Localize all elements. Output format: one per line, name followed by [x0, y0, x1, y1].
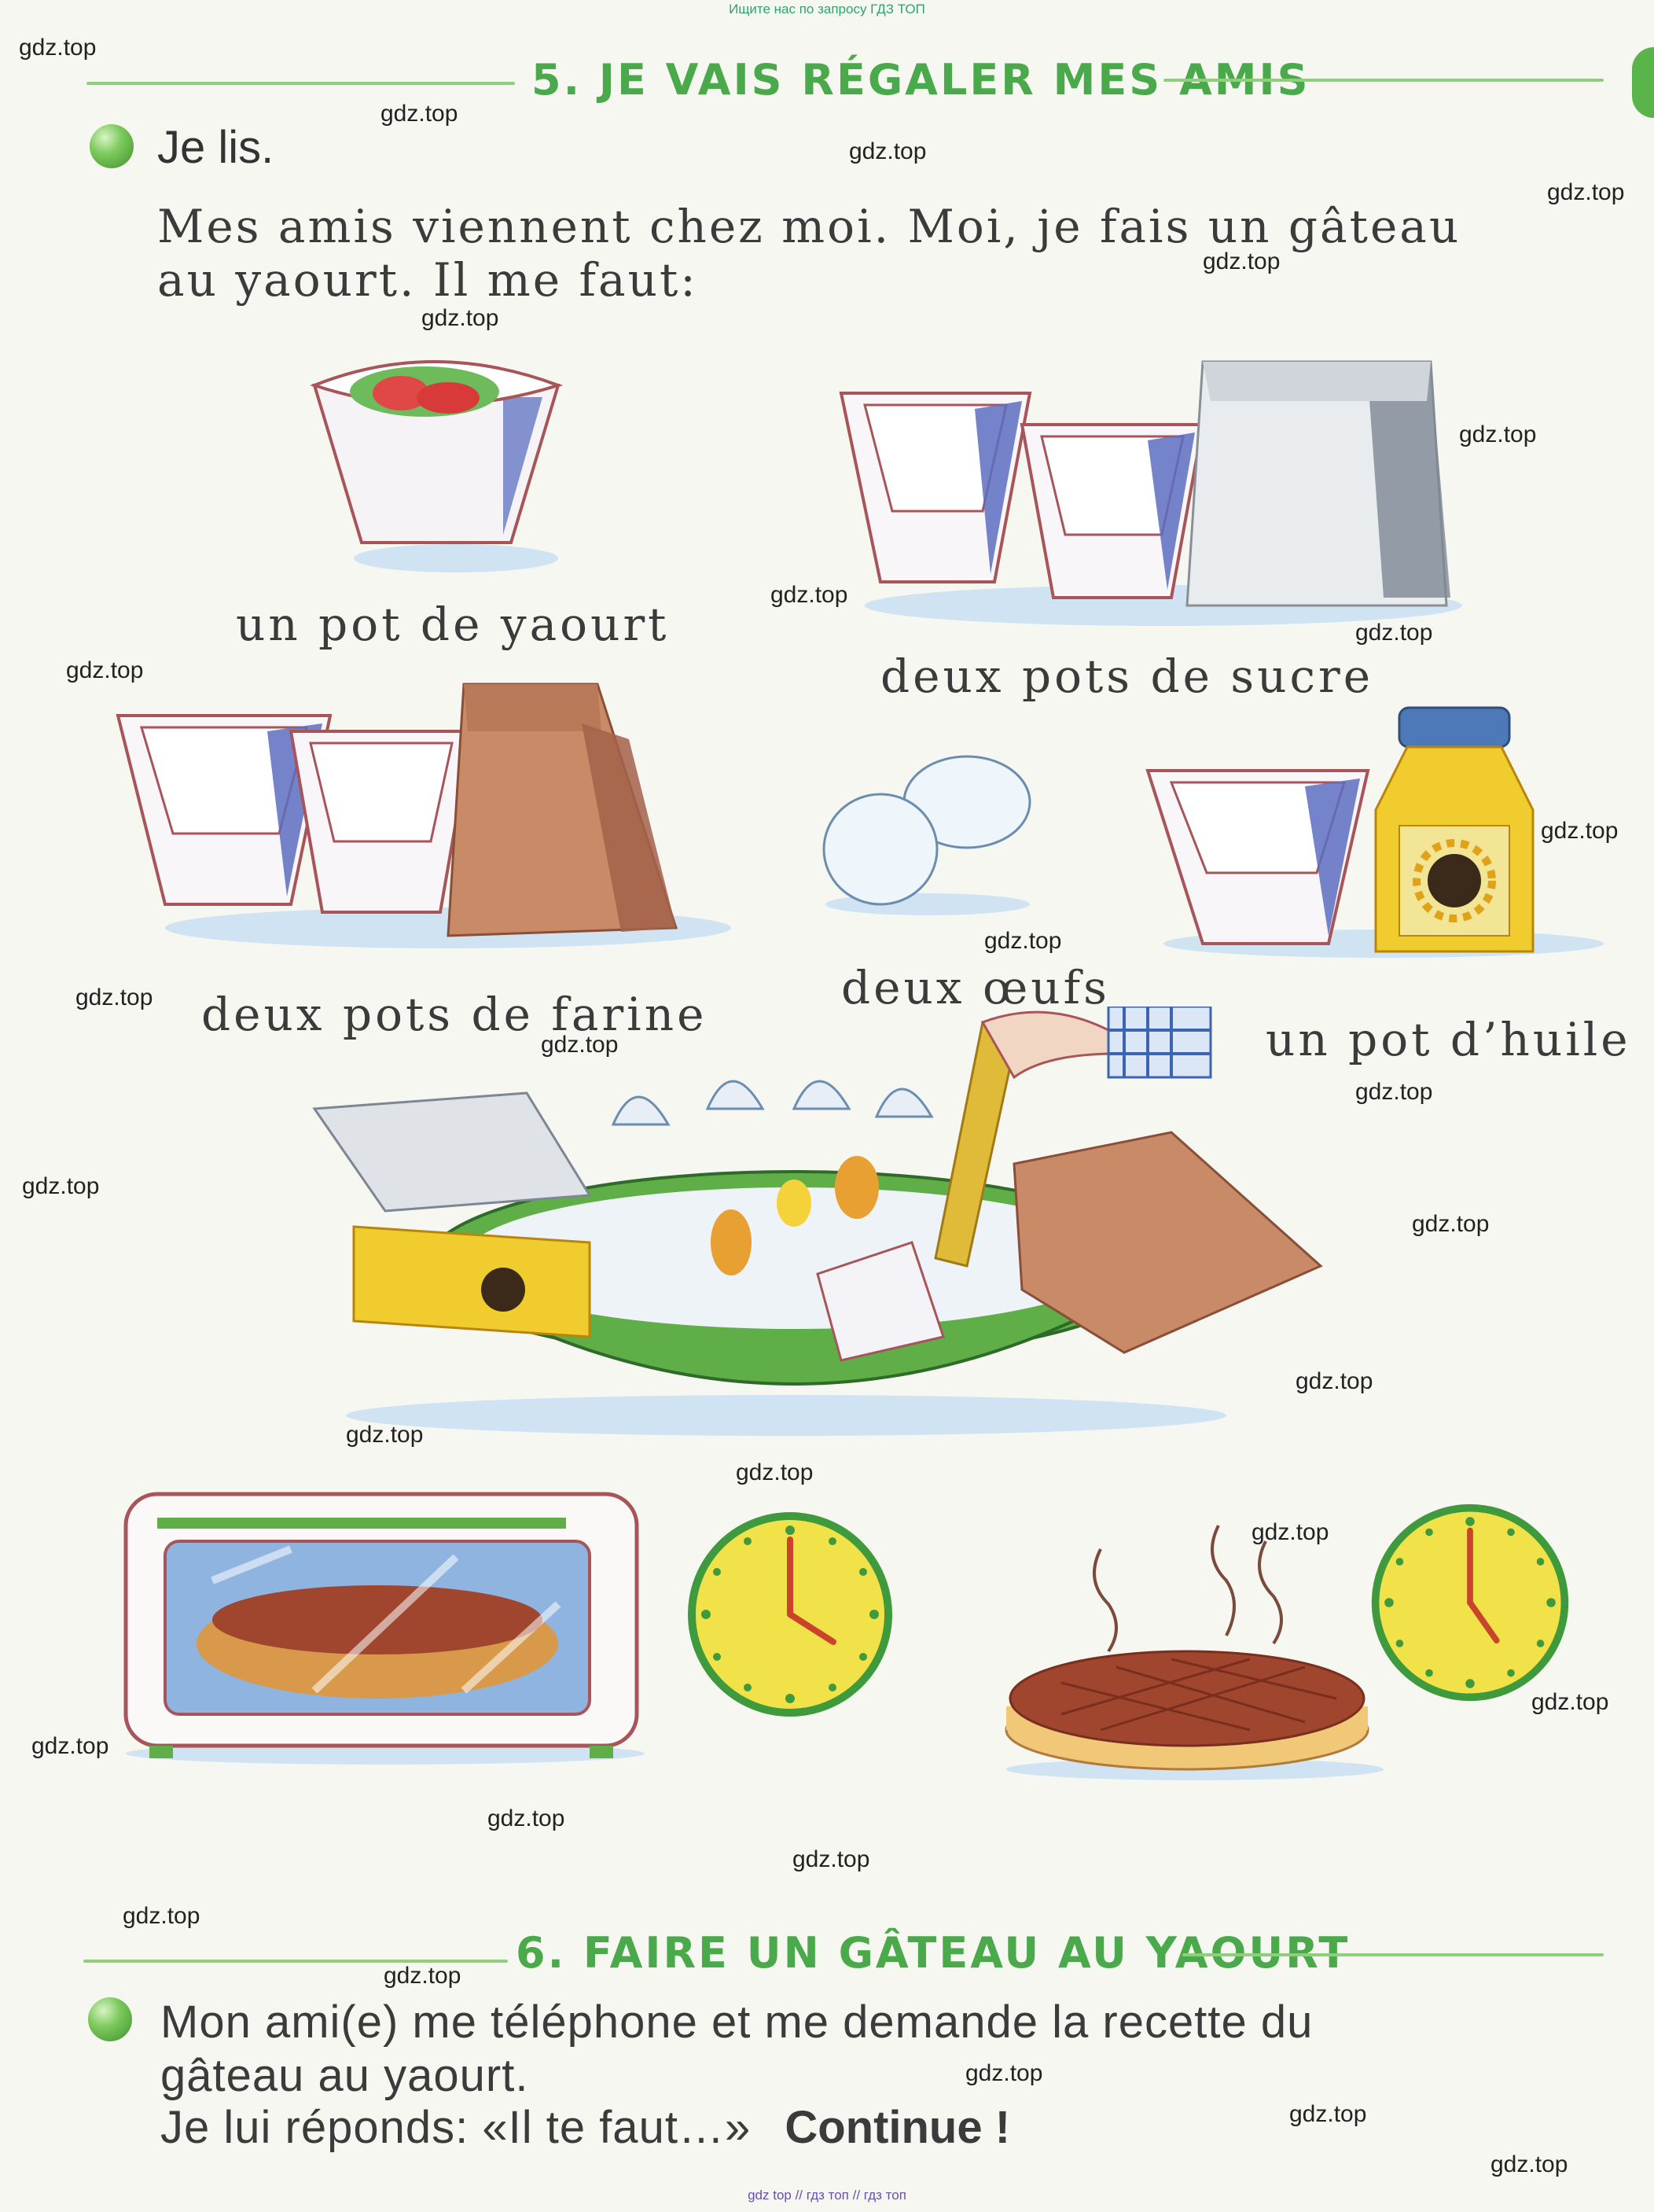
- watermark: gdz.top: [984, 928, 1062, 954]
- watermark: gdz.top: [1412, 1211, 1490, 1237]
- egg-icon: [810, 747, 1046, 920]
- ingredient-farine-label: deux pots de farine: [201, 988, 708, 1041]
- watermark: gdz.top: [736, 1459, 814, 1485]
- section5-text-line1: Mes amis viennent chez moi. Moi, je fais…: [157, 200, 1461, 253]
- watermark: gdz.top: [66, 657, 144, 683]
- cake-icon: [991, 1518, 1399, 1785]
- watermark: gdz.top: [1490, 2151, 1568, 2177]
- sugar-pot-1: [839, 392, 1032, 583]
- clock-icon-2: [1368, 1500, 1572, 1705]
- bottom-footer-note: gdz top // гдз топ // гдз топ: [748, 2188, 906, 2203]
- flour-pot-1: [116, 714, 333, 906]
- section5-text-line2: au yaourt. Il me faut:: [157, 253, 698, 307]
- sugar-pot-2: [1020, 423, 1205, 599]
- watermark: gdz.top: [792, 1846, 870, 1872]
- section6-continue: Continue !: [785, 2102, 1011, 2153]
- yogurt-pot-icon: [307, 338, 574, 574]
- flour-illustration: [110, 676, 739, 959]
- section6-rule-left: [83, 1960, 508, 1963]
- watermark: gdz.top: [22, 1173, 100, 1199]
- watermark: gdz.top: [541, 1032, 619, 1058]
- watermark: gdz.top: [1459, 421, 1537, 447]
- flour-bag-icon: [447, 683, 678, 937]
- section6-text-line2: gâteau au yaourt.: [160, 2050, 529, 2101]
- ingredient-huile-label: un pot d’huile: [1266, 1013, 1631, 1066]
- watermark: gdz.top: [965, 2060, 1043, 2086]
- watermark: gdz.top: [770, 582, 848, 608]
- section5-instruction: Je lis.: [157, 122, 274, 173]
- watermark: gdz.top: [849, 138, 927, 164]
- watermark: gdz.top: [1252, 1519, 1329, 1545]
- watermark: gdz.top: [31, 1733, 109, 1759]
- top-search-note: Ищите нас по запросу ГДЗ ТОП: [729, 2, 925, 17]
- sugar-illustration: [833, 346, 1462, 629]
- flour-pot-2: [289, 730, 474, 914]
- section6-title: 6. FAIRE UN GÂTEAU AU YAOURT: [516, 1928, 1351, 1978]
- section6-text-line3: Je lui réponds: «Il te faut…» Continue !: [160, 2101, 1010, 2154]
- oil-bottle-icon: [1374, 706, 1535, 953]
- watermark: gdz.top: [380, 101, 458, 127]
- section5-rule-right: [1163, 79, 1604, 82]
- watermark: gdz.top: [1531, 1689, 1609, 1715]
- watermark: gdz.top: [487, 1805, 565, 1831]
- watermark: gdz.top: [1296, 1368, 1373, 1394]
- watermark: gdz.top: [1203, 248, 1281, 274]
- watermark: gdz.top: [1355, 1079, 1433, 1105]
- watermark: gdz.top: [75, 985, 153, 1010]
- clock-icon-1: [684, 1508, 896, 1721]
- section6-bullet-icon: [88, 1997, 132, 2041]
- watermark: gdz.top: [1289, 2101, 1367, 2127]
- oven-icon: [118, 1486, 652, 1769]
- page-edge-tab: [1632, 47, 1654, 118]
- section5-rule-left: [86, 82, 515, 85]
- ingredient-sucre-label: deux pots de sucre: [880, 650, 1374, 703]
- watermark: gdz.top: [384, 1963, 461, 1989]
- watermark: gdz.top: [19, 35, 97, 61]
- sugar-bag-icon: [1185, 360, 1450, 607]
- watermark: gdz.top: [1541, 818, 1619, 844]
- ingredient-oeufs-label: deux œufs: [841, 961, 1110, 1014]
- section6-rule-right: [1182, 1953, 1604, 1956]
- oil-pot: [1145, 769, 1370, 945]
- watermark: gdz.top: [346, 1422, 424, 1448]
- watermark: gdz.top: [1355, 620, 1433, 646]
- section5-bullet-icon: [90, 124, 134, 168]
- section6-text-line1: Mon ami(e) me téléphone et me demande la…: [160, 1997, 1314, 2048]
- section6-answer-text: Je lui réponds: «Il te faut…»: [160, 2102, 752, 2153]
- watermark: gdz.top: [421, 305, 499, 331]
- oil-illustration: [1140, 692, 1612, 959]
- watermark: gdz.top: [1547, 179, 1625, 205]
- watermark: gdz.top: [123, 1903, 200, 1929]
- ingredient-yaourt-label: un pot de yaourt: [236, 598, 670, 651]
- mixing-bowl-icon: [291, 1007, 1329, 1447]
